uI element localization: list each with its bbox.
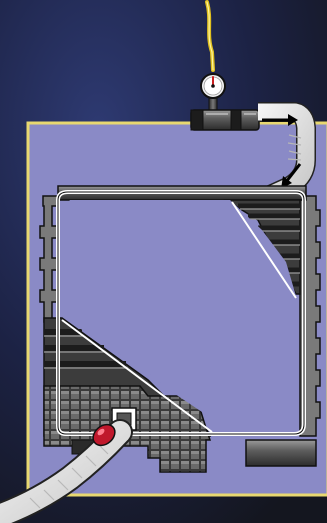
valve-fitting [191,110,259,130]
pressure-gauge-icon [201,74,225,98]
